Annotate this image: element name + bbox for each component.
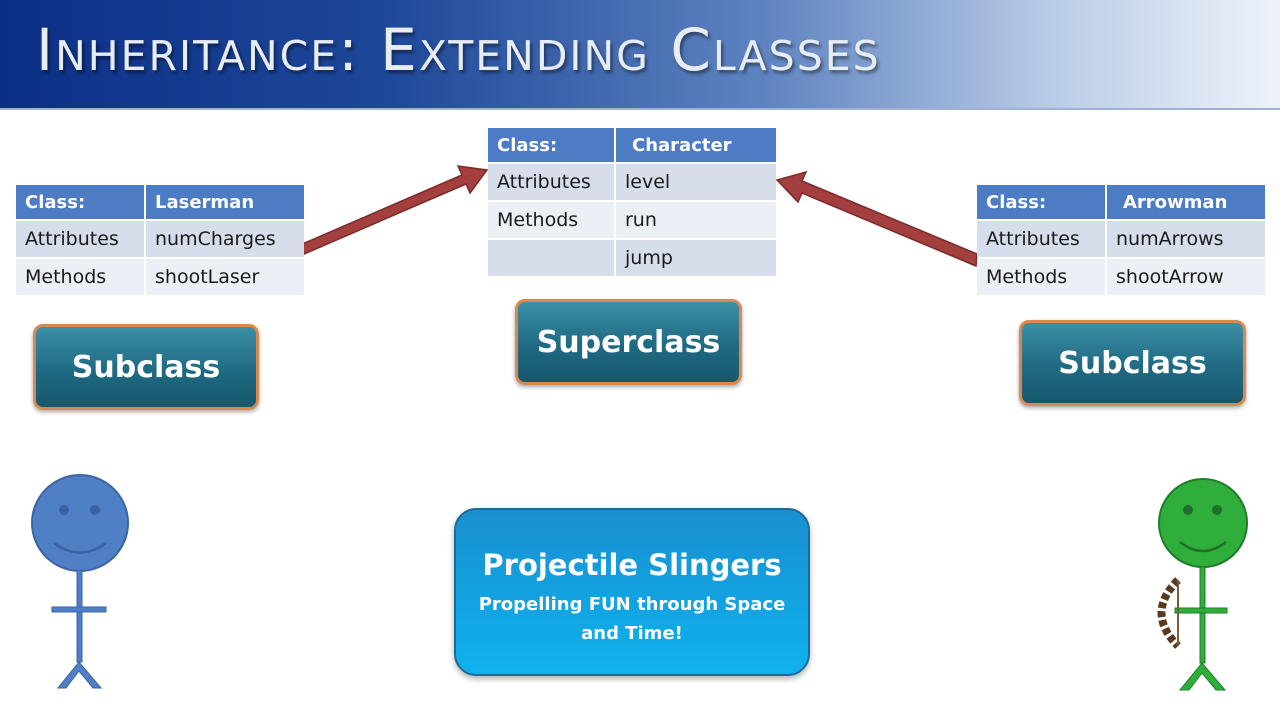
arrowman-methods-label: Methods	[977, 259, 1105, 295]
superclass-table: Class: Character Attributes level Method…	[486, 126, 778, 278]
laserman-method: shootLaser	[146, 259, 304, 295]
promo-box: Projectile Slingers Propelling FUN throu…	[454, 508, 810, 676]
superclass-methods-label: Methods	[488, 202, 614, 238]
arrowman-attribute: numArrows	[1107, 221, 1265, 257]
subclass-laserman-table: Class: Laserman Attributes numCharges Me…	[14, 183, 306, 297]
superclass-class-label: Class:	[488, 128, 614, 162]
arrow-arrowman-to-character	[775, 170, 978, 268]
subclass-tag-left: Subclass	[33, 324, 259, 410]
promo-subtitle: Propelling FUN through Space and Time!	[478, 594, 786, 644]
promo-title: Projectile Slingers	[482, 548, 782, 582]
superclass-method: jump	[616, 240, 776, 276]
superclass-empty-cell	[488, 240, 614, 276]
arrowman-stick-figure	[1158, 478, 1248, 691]
bow-icon	[1157, 577, 1181, 649]
laserman-attributes-label: Attributes	[16, 221, 144, 257]
laserman-attribute: numCharges	[146, 221, 304, 257]
arrow-laserman-to-character	[299, 165, 489, 255]
superclass-method: run	[616, 202, 776, 238]
superclass-attributes-label: Attributes	[488, 164, 614, 200]
superclass-attribute: level	[616, 164, 776, 200]
subclass-tag-right: Subclass	[1019, 320, 1246, 406]
superclass-class-name: Character	[616, 128, 776, 162]
arrowman-class-name: Arrowman	[1107, 185, 1265, 219]
title-banner: Inheritance: Extending Classes	[0, 0, 1280, 110]
page-title: Inheritance: Extending Classes	[36, 16, 881, 84]
laserman-stick-figure	[31, 474, 129, 689]
subclass-arrowman-table: Class: Arrowman Attributes numArrows Met…	[975, 183, 1267, 297]
arrowman-class-label: Class:	[977, 185, 1105, 219]
arrowman-method: shootArrow	[1107, 259, 1265, 295]
superclass-tag: Superclass	[515, 299, 742, 385]
laserman-methods-label: Methods	[16, 259, 144, 295]
laserman-class-name: Laserman	[146, 185, 304, 219]
laserman-class-label: Class:	[16, 185, 144, 219]
arrowman-attributes-label: Attributes	[977, 221, 1105, 257]
